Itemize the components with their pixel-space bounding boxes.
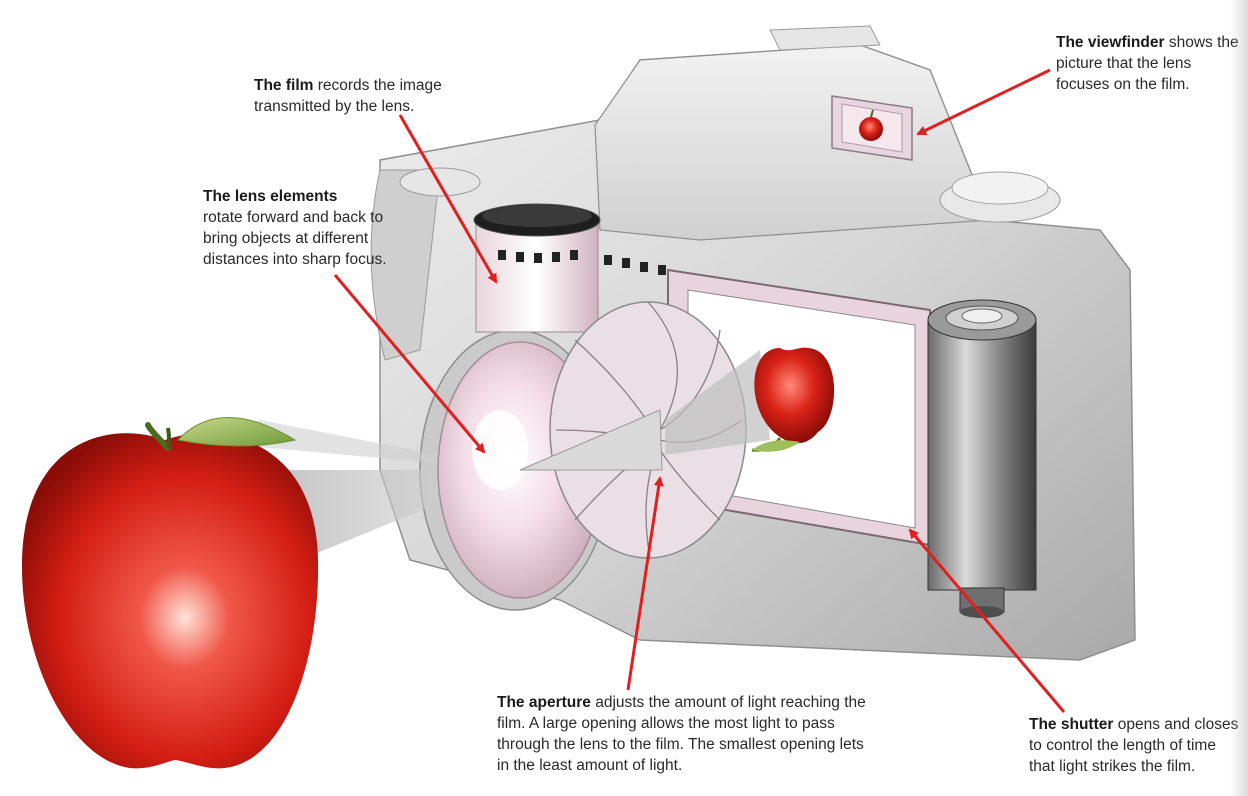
page-edge-shadow <box>1230 0 1248 796</box>
callout-lens-elements-text: rotate forward and back to bring objects… <box>203 209 387 268</box>
callout-viewfinder: The viewfinder shows the picture that th… <box>1056 32 1246 95</box>
viewfinder-icon <box>832 96 912 160</box>
callout-shutter-term: The shutter <box>1029 716 1113 733</box>
callout-lens-elements-term: The lens elements <box>203 188 337 205</box>
callout-lens-elements: The lens elements rotate forward and bac… <box>203 186 393 270</box>
apple-icon <box>22 418 318 769</box>
callout-film: The film records the image transmitted b… <box>254 75 484 117</box>
callout-aperture: The aperture adjusts the amount of light… <box>497 692 877 776</box>
callout-aperture-term: The aperture <box>497 694 591 711</box>
callout-film-term: The film <box>254 77 313 94</box>
callout-viewfinder-term: The viewfinder <box>1056 34 1165 51</box>
callout-shutter: The shutter opens and closes to control … <box>1029 714 1245 777</box>
